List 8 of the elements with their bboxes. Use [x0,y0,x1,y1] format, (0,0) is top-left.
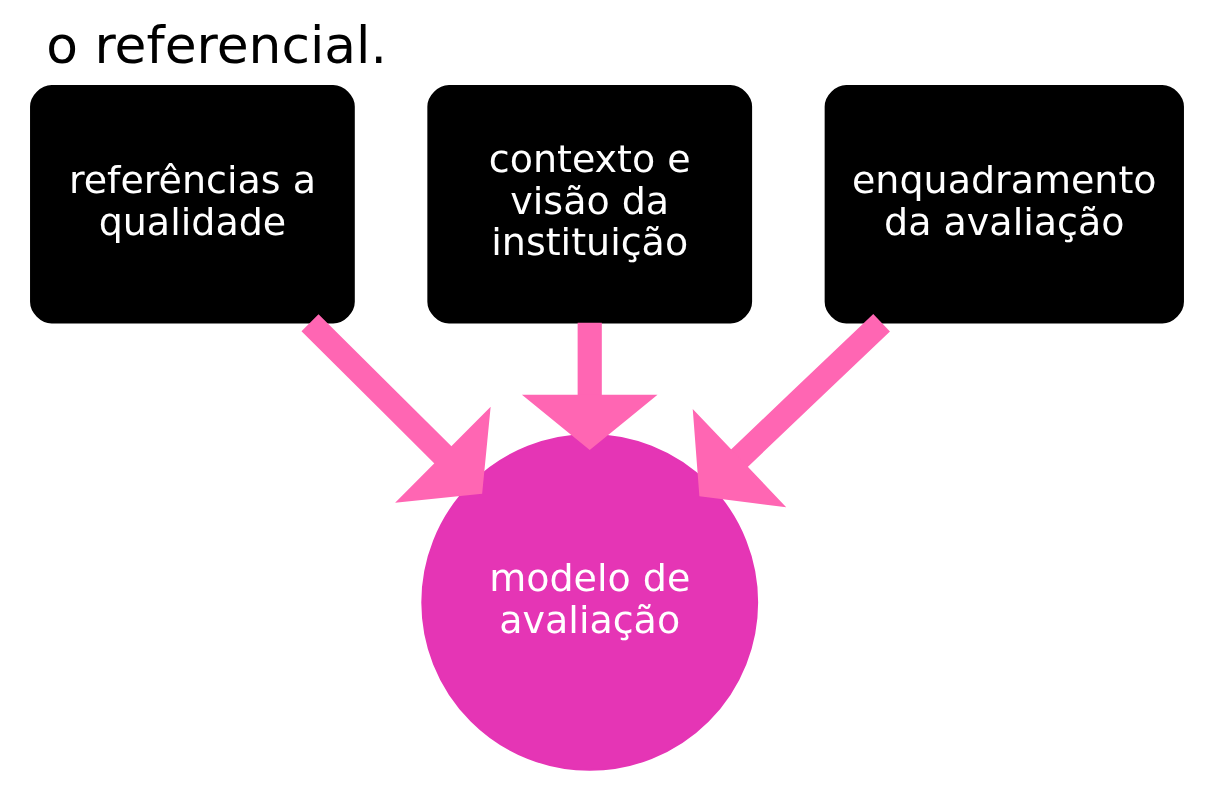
node-box: contexto e visão da instituição [426,85,752,324]
arrow [521,322,657,450]
arrow [301,314,491,503]
node-box: enquadramento da avaliação [824,85,1184,324]
node-circle: modelo de avaliação [420,433,758,771]
diagram-title: o referencial. [45,15,387,76]
arrow [692,314,890,508]
node-box: referências a qualidade [29,85,355,324]
